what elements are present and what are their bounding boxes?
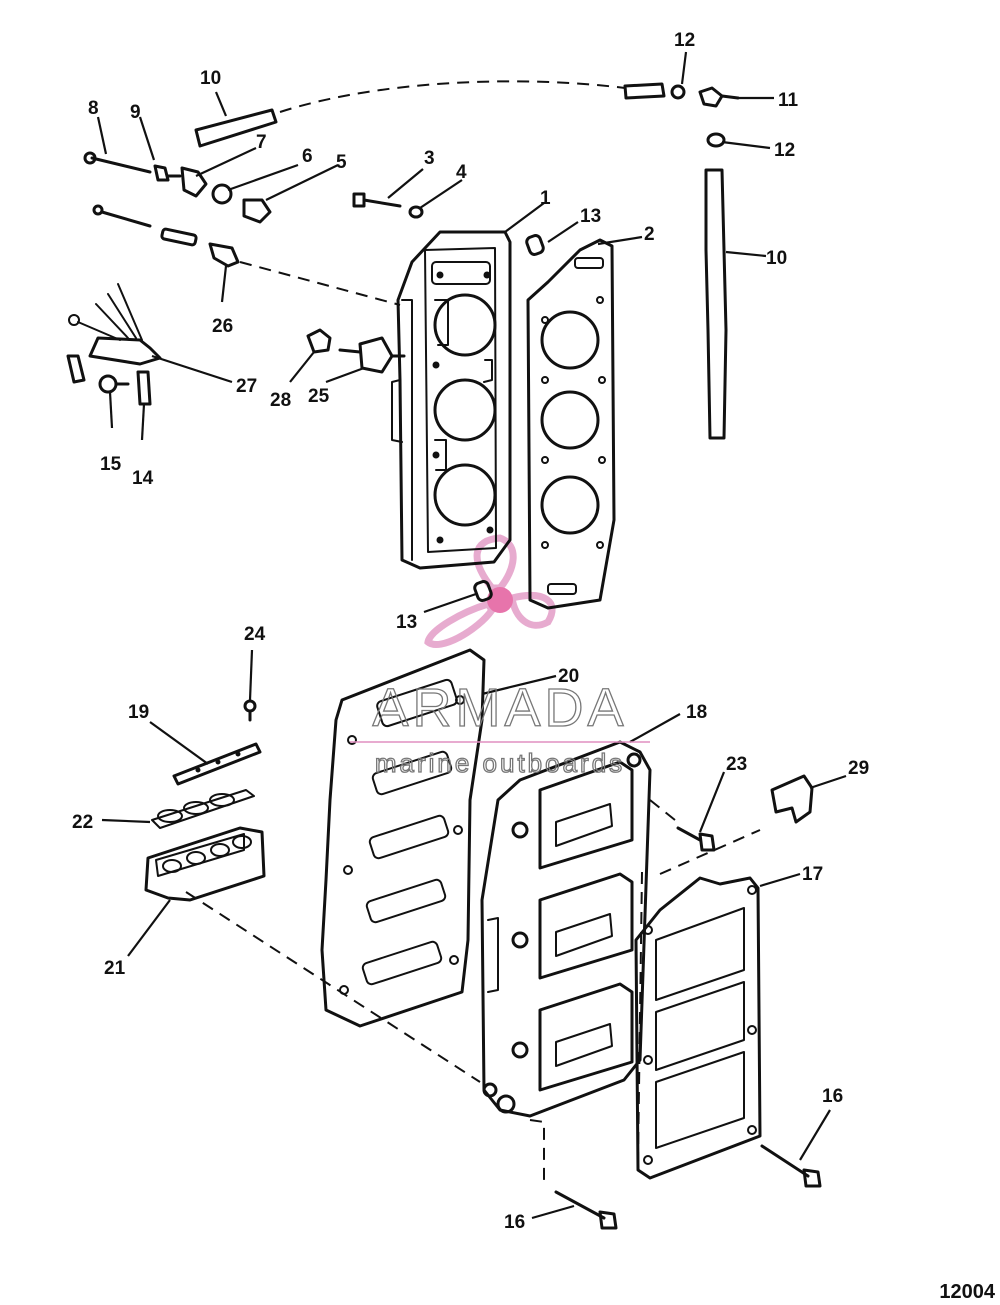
- callout-10-top: 10: [200, 68, 221, 89]
- washer: [408, 205, 424, 219]
- hose-bracket: [770, 774, 814, 824]
- water-hose-fitting: [623, 82, 740, 440]
- ground-terminal: [136, 370, 152, 406]
- callout-9: 9: [130, 102, 141, 123]
- head-bolt: [352, 192, 402, 208]
- reed-screw: [243, 699, 257, 722]
- callout-24: 24: [244, 624, 266, 645]
- callout-18: 18: [686, 702, 707, 723]
- callout-5: 5: [336, 152, 347, 173]
- callout-27: 27: [236, 376, 257, 397]
- cover-screw: [676, 826, 716, 852]
- callout-2: 2: [644, 224, 655, 245]
- armada-logo-icon: [424, 534, 556, 648]
- callout-16-bottom: 16: [504, 1212, 525, 1233]
- water-hose-top: [194, 108, 278, 148]
- callout-21: 21: [104, 958, 126, 979]
- ground-screw: [98, 374, 130, 394]
- callout-12-right: 12: [774, 140, 795, 161]
- document-number: 12004: [939, 1281, 995, 1303]
- reed-block: [144, 826, 266, 902]
- cylinder-head: [391, 230, 512, 570]
- dowel-pin-bottom: [473, 580, 493, 602]
- watermark-tagline: marine outboards: [375, 748, 625, 778]
- reed-stop: [172, 742, 262, 786]
- callout-12-top: 12: [674, 30, 695, 51]
- callout-11: 11: [778, 90, 799, 111]
- callout-26: 26: [212, 316, 233, 337]
- wiring-harness: [66, 283, 162, 384]
- callout-15: 15: [100, 454, 122, 475]
- reed-petals: [151, 789, 255, 829]
- callout-1: 1: [540, 188, 551, 209]
- callout-28: 28: [270, 390, 291, 411]
- long-bolt-right: [760, 1144, 822, 1188]
- temperature-switch: [338, 336, 406, 374]
- hex-nut: [306, 328, 332, 354]
- callout-16-right: 16: [822, 1086, 843, 1107]
- reed-plate-gasket: [320, 648, 486, 1028]
- long-bolt-bottom: [554, 1190, 618, 1230]
- callout-4: 4: [456, 162, 467, 183]
- head-gasket: [526, 238, 616, 610]
- callout-19: 19: [128, 702, 149, 723]
- watermark-brand: ARMADA: [372, 678, 627, 738]
- callout-6: 6: [302, 146, 313, 167]
- temperature-sensor: [92, 204, 240, 268]
- callout-13-bottom: 13: [396, 612, 417, 633]
- callout-20: 20: [558, 666, 579, 687]
- callout-29: 29: [848, 758, 869, 779]
- callout-17: 17: [802, 864, 823, 885]
- callout-13-top: 13: [580, 206, 601, 227]
- callout-8: 8: [88, 98, 99, 119]
- leader-lines: [96, 51, 847, 1220]
- thermostat-assembly: [83, 151, 272, 224]
- callout-10-right: 10: [766, 248, 787, 269]
- intake-cover-gasket: [634, 876, 762, 1180]
- callout-3: 3: [424, 148, 435, 169]
- intake-manifold: [480, 740, 652, 1118]
- callout-23: 23: [726, 754, 747, 775]
- callout-22: 22: [72, 812, 93, 833]
- dowel-pin-top: [525, 234, 545, 256]
- callout-7: 7: [256, 132, 267, 153]
- callout-25: 25: [308, 386, 330, 407]
- callout-14: 14: [132, 468, 154, 489]
